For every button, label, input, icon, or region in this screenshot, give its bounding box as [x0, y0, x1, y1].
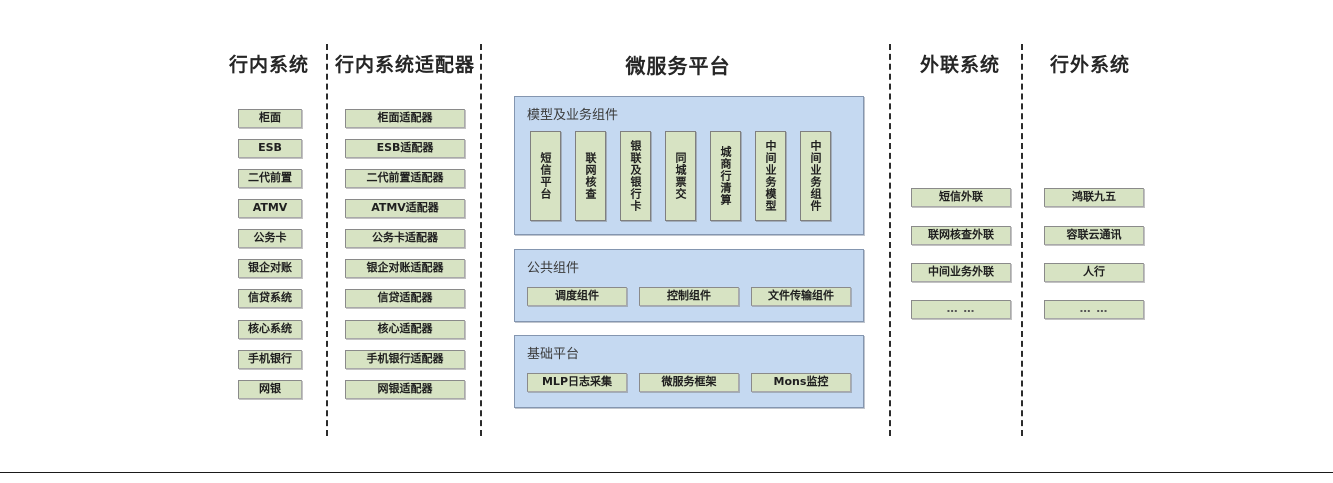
panel-title-public-components: 公共组件 — [527, 261, 580, 276]
separator-3 — [889, 44, 891, 436]
node-bank-adapter-3[interactable]: 二代前置适配器 — [345, 169, 465, 188]
node-bank-internal-3[interactable]: 二代前置 — [238, 169, 302, 188]
node-external-link-2[interactable]: 联网核查外联 — [911, 226, 1011, 245]
separator-1 — [326, 44, 328, 436]
node-bank-internal-6[interactable]: 银企对账 — [238, 259, 302, 278]
node-outside-bank-2[interactable]: 容联云通讯 — [1044, 226, 1144, 245]
node-bank-internal-8[interactable]: 核心系统 — [238, 320, 302, 339]
vnode-model-6-label: 中间业务模型 — [764, 140, 777, 212]
panel-base-platform: 基础平台 — [514, 335, 864, 408]
panel-title-model-business-components: 模型及业务组件 — [527, 108, 619, 123]
node-outside-bank-3[interactable]: 人行 — [1044, 263, 1144, 282]
node-bank-internal-7[interactable]: 信贷系统 — [238, 289, 302, 308]
vnode-model-4-label: 同城票交 — [674, 152, 687, 200]
bottom-divider — [0, 472, 1333, 473]
node-public-3[interactable]: 文件传输组件 — [751, 287, 851, 306]
node-base-2[interactable]: 微服务框架 — [639, 373, 739, 392]
node-external-link-3[interactable]: 中间业务外联 — [911, 263, 1011, 282]
node-outside-bank-4[interactable]: … … — [1044, 300, 1144, 319]
vnode-model-3-label: 银联及银行卡 — [629, 140, 642, 212]
node-external-link-1[interactable]: 短信外联 — [911, 188, 1011, 207]
vnode-model-2[interactable]: 联网核查 — [575, 131, 606, 221]
node-bank-internal-10[interactable]: 网银 — [238, 380, 302, 399]
column-header-bank-adapter: 行内系统适配器 — [335, 54, 476, 76]
node-bank-adapter-9[interactable]: 手机银行适配器 — [345, 350, 465, 369]
node-bank-internal-9[interactable]: 手机银行 — [238, 350, 302, 369]
vnode-model-1[interactable]: 短信平台 — [530, 131, 561, 221]
node-bank-adapter-4[interactable]: ATMV适配器 — [345, 199, 465, 218]
node-bank-adapter-2[interactable]: ESB适配器 — [345, 139, 465, 158]
node-bank-internal-1[interactable]: 柜面 — [238, 109, 302, 128]
node-bank-adapter-10[interactable]: 网银适配器 — [345, 380, 465, 399]
vnode-model-6[interactable]: 中间业务模型 — [755, 131, 786, 221]
node-bank-internal-5[interactable]: 公务卡 — [238, 229, 302, 248]
node-bank-adapter-1[interactable]: 柜面适配器 — [345, 109, 465, 128]
node-bank-adapter-8[interactable]: 核心适配器 — [345, 320, 465, 339]
node-bank-internal-2[interactable]: ESB — [238, 139, 302, 158]
column-header-outside-bank: 行外系统 — [1049, 54, 1130, 76]
node-bank-adapter-6[interactable]: 银企对账适配器 — [345, 259, 465, 278]
node-bank-adapter-5[interactable]: 公务卡适配器 — [345, 229, 465, 248]
column-header-external-link: 外联系统 — [919, 54, 1000, 76]
separator-4 — [1021, 44, 1023, 436]
separator-2 — [480, 44, 482, 436]
node-base-3[interactable]: Mons监控 — [751, 373, 851, 392]
panel-public-components: 公共组件 — [514, 249, 864, 322]
column-header-bank-internal: 行内系统 — [228, 54, 309, 76]
node-public-2[interactable]: 控制组件 — [639, 287, 739, 306]
node-bank-internal-4[interactable]: ATMV — [238, 199, 302, 218]
vnode-model-4[interactable]: 同城票交 — [665, 131, 696, 221]
node-public-1[interactable]: 调度组件 — [527, 287, 627, 306]
panel-title-base-platform: 基础平台 — [527, 347, 580, 362]
vnode-model-2-label: 联网核查 — [584, 152, 597, 200]
node-base-1[interactable]: MLP日志采集 — [527, 373, 627, 392]
node-outside-bank-1[interactable]: 鸿联九五 — [1044, 188, 1144, 207]
vnode-model-5-label: 城商行清算 — [719, 146, 732, 206]
vnode-model-3[interactable]: 银联及银行卡 — [620, 131, 651, 221]
node-external-link-4[interactable]: … … — [911, 300, 1011, 319]
node-bank-adapter-7[interactable]: 信贷适配器 — [345, 289, 465, 308]
vnode-model-7[interactable]: 中间业务组件 — [800, 131, 831, 221]
vnode-model-7-label: 中间业务组件 — [809, 140, 822, 212]
vnode-model-1-label: 短信平台 — [539, 152, 552, 200]
vnode-model-5[interactable]: 城商行清算 — [710, 131, 741, 221]
column-header-microservice-platform: 微服务平台 — [625, 54, 731, 78]
